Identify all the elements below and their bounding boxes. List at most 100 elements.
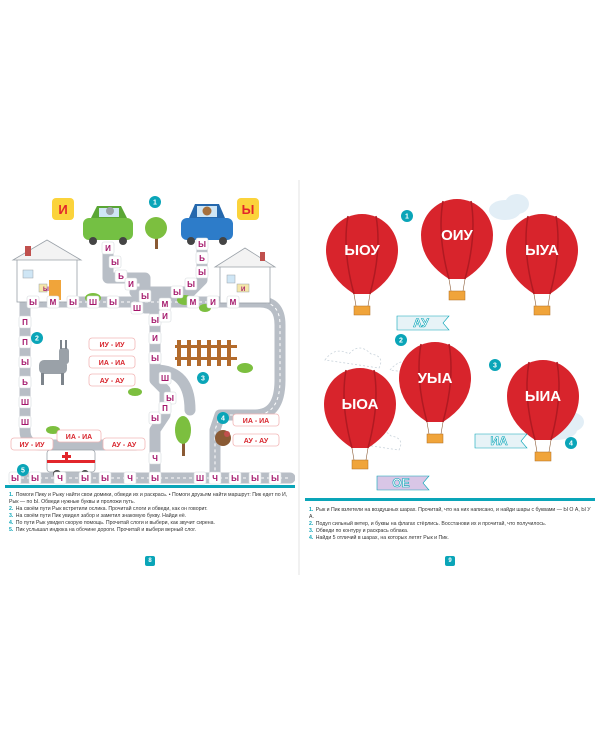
path-tile[interactable]: Ш xyxy=(18,415,32,429)
path-tile[interactable]: И xyxy=(101,241,115,255)
letter-card-i[interactable]: И xyxy=(52,198,74,220)
path-tile[interactable]: Ы xyxy=(184,277,198,291)
path-tile[interactable]: Ы xyxy=(170,285,184,299)
tile-letter: Ш xyxy=(133,304,141,313)
hot-air-balloon[interactable]: ОИУ xyxy=(421,199,493,301)
path-tile[interactable]: И xyxy=(206,295,220,309)
path-tile[interactable]: Ы xyxy=(28,471,42,485)
path-tile[interactable]: И xyxy=(124,277,138,291)
hot-air-balloon[interactable]: ЫИА xyxy=(507,360,579,462)
path-tile[interactable]: Ы xyxy=(148,471,162,485)
path-tile[interactable]: Ы xyxy=(66,295,80,309)
tile-letter: М xyxy=(230,298,237,307)
path-tile[interactable]: Ч xyxy=(123,471,137,485)
path-tile[interactable]: П xyxy=(158,401,172,415)
path-tile[interactable]: Ы xyxy=(248,471,262,485)
instruction-text: Пик услышал индюка на обочине дороги. Пр… xyxy=(14,527,196,533)
turkey-sound-option[interactable]: ИА - ИА xyxy=(243,418,269,425)
task-badge-number: 2 xyxy=(35,336,39,343)
turkey-sound-option[interactable]: АУ - АУ xyxy=(244,438,269,445)
blue-car[interactable] xyxy=(181,204,233,245)
path-tile[interactable]: М xyxy=(186,295,200,309)
house-right[interactable] xyxy=(213,247,277,304)
instruction-number: 1. xyxy=(309,507,314,513)
siren-sound-option[interactable]: ИА - ИА xyxy=(66,434,92,441)
task-badge: 3 xyxy=(489,359,501,371)
letter-flag[interactable]: ИА xyxy=(474,433,528,449)
flag-letters: ИА xyxy=(490,434,508,448)
donkey-icon[interactable] xyxy=(39,340,69,385)
path-tile[interactable]: Ы xyxy=(8,471,22,485)
hot-air-balloon[interactable]: УЫА xyxy=(399,342,471,444)
donkey-sound-option[interactable]: ИА - ИА xyxy=(99,360,125,367)
path-tile[interactable]: Ы xyxy=(108,255,122,269)
path-tile[interactable]: М xyxy=(46,295,60,309)
instruction-text: На своём пути Пик увидел забор и заметил… xyxy=(14,513,187,519)
task-badge: 4 xyxy=(217,412,229,424)
fence[interactable] xyxy=(175,340,237,366)
instruction-text: Помоги Пику и Рыку найти свои домики, об… xyxy=(9,492,288,505)
path-tile[interactable]: Ш xyxy=(193,471,207,485)
path-tile[interactable]: Ы xyxy=(148,351,162,365)
instruction-text: Найди 5 отличий в шарах, на которых летя… xyxy=(314,535,449,541)
path-tile[interactable]: Ш xyxy=(130,301,144,315)
tile-letter: Ь xyxy=(118,272,124,281)
instruction-item: 5. Пик услышал индюка на обочине дороги.… xyxy=(9,527,291,534)
path-tile[interactable]: Ы xyxy=(268,471,282,485)
path-tile[interactable]: Ь xyxy=(195,251,209,265)
letter-card-y[interactable]: Ы xyxy=(237,198,259,220)
instruction-item: 2. Подул сильный ветер, и буквы на флага… xyxy=(309,521,591,528)
tile-letter: Ш xyxy=(21,398,29,407)
turkey-icon[interactable] xyxy=(215,430,231,446)
tile-letter: П xyxy=(22,338,28,347)
path-tile[interactable]: Ы xyxy=(138,289,152,303)
path-tile[interactable]: И xyxy=(158,309,172,323)
path-tile[interactable]: П xyxy=(18,335,32,349)
tile-letter: Ч xyxy=(127,474,133,483)
path-tile[interactable]: Ы xyxy=(228,471,242,485)
path-tile[interactable]: Ч xyxy=(208,471,222,485)
siren-sound-option[interactable]: ИУ - ИУ xyxy=(20,442,46,449)
donkey-sound-option[interactable]: ИУ - ИУ xyxy=(100,342,126,349)
path-tile[interactable]: Ь xyxy=(114,269,128,283)
path-tile[interactable]: Ы xyxy=(106,295,120,309)
letter-flag[interactable]: АУ xyxy=(396,315,450,331)
path-tile[interactable]: Ш xyxy=(18,395,32,409)
path-tile[interactable]: Ш xyxy=(158,371,172,385)
task-badge-number: 3 xyxy=(201,376,205,383)
path-tile[interactable]: Ч xyxy=(148,451,162,465)
path-tile[interactable]: П xyxy=(18,315,32,329)
path-tile[interactable]: Ы xyxy=(195,237,209,251)
tree-top xyxy=(145,217,167,249)
balloon-basket xyxy=(351,459,369,470)
path-tile[interactable]: Ш xyxy=(86,295,100,309)
path-tile[interactable]: Ы xyxy=(98,471,112,485)
letter-flag[interactable]: ОЕ xyxy=(376,475,430,491)
balloon-letters: ЫИА xyxy=(525,388,561,405)
path-tile[interactable]: Ы xyxy=(78,471,92,485)
tile-letter: Ы xyxy=(271,474,279,483)
instruction-number: 2. xyxy=(9,506,14,512)
path-tile[interactable]: М xyxy=(226,295,240,309)
hot-air-balloon[interactable]: ЫУА xyxy=(506,214,578,316)
donkey-sound-option[interactable]: АУ - АУ xyxy=(100,378,125,385)
tile-letter: М xyxy=(50,298,57,307)
path-tile[interactable]: Ы xyxy=(26,295,40,309)
path-tile[interactable]: Ы xyxy=(195,265,209,279)
green-car[interactable] xyxy=(83,206,133,245)
siren-sound-option[interactable]: АУ - АУ xyxy=(112,442,137,449)
tile-letter: И xyxy=(105,244,111,253)
path-tile[interactable]: Ы xyxy=(148,411,162,425)
hot-air-balloon[interactable]: ЫОУ xyxy=(326,214,398,316)
instruction-text: Обведи по контуру и раскрась облака. xyxy=(314,528,409,534)
path-tile[interactable]: И xyxy=(148,331,162,345)
path-tile[interactable]: Ы xyxy=(18,355,32,369)
path-tile[interactable]: М xyxy=(158,297,172,311)
hot-air-balloon[interactable]: ЫОА xyxy=(324,368,396,470)
path-tile[interactable]: Ч xyxy=(53,471,67,485)
tile-letter: Ы xyxy=(101,474,109,483)
path-tile[interactable]: Ь xyxy=(18,375,32,389)
instruction-number: 3. xyxy=(9,513,14,519)
